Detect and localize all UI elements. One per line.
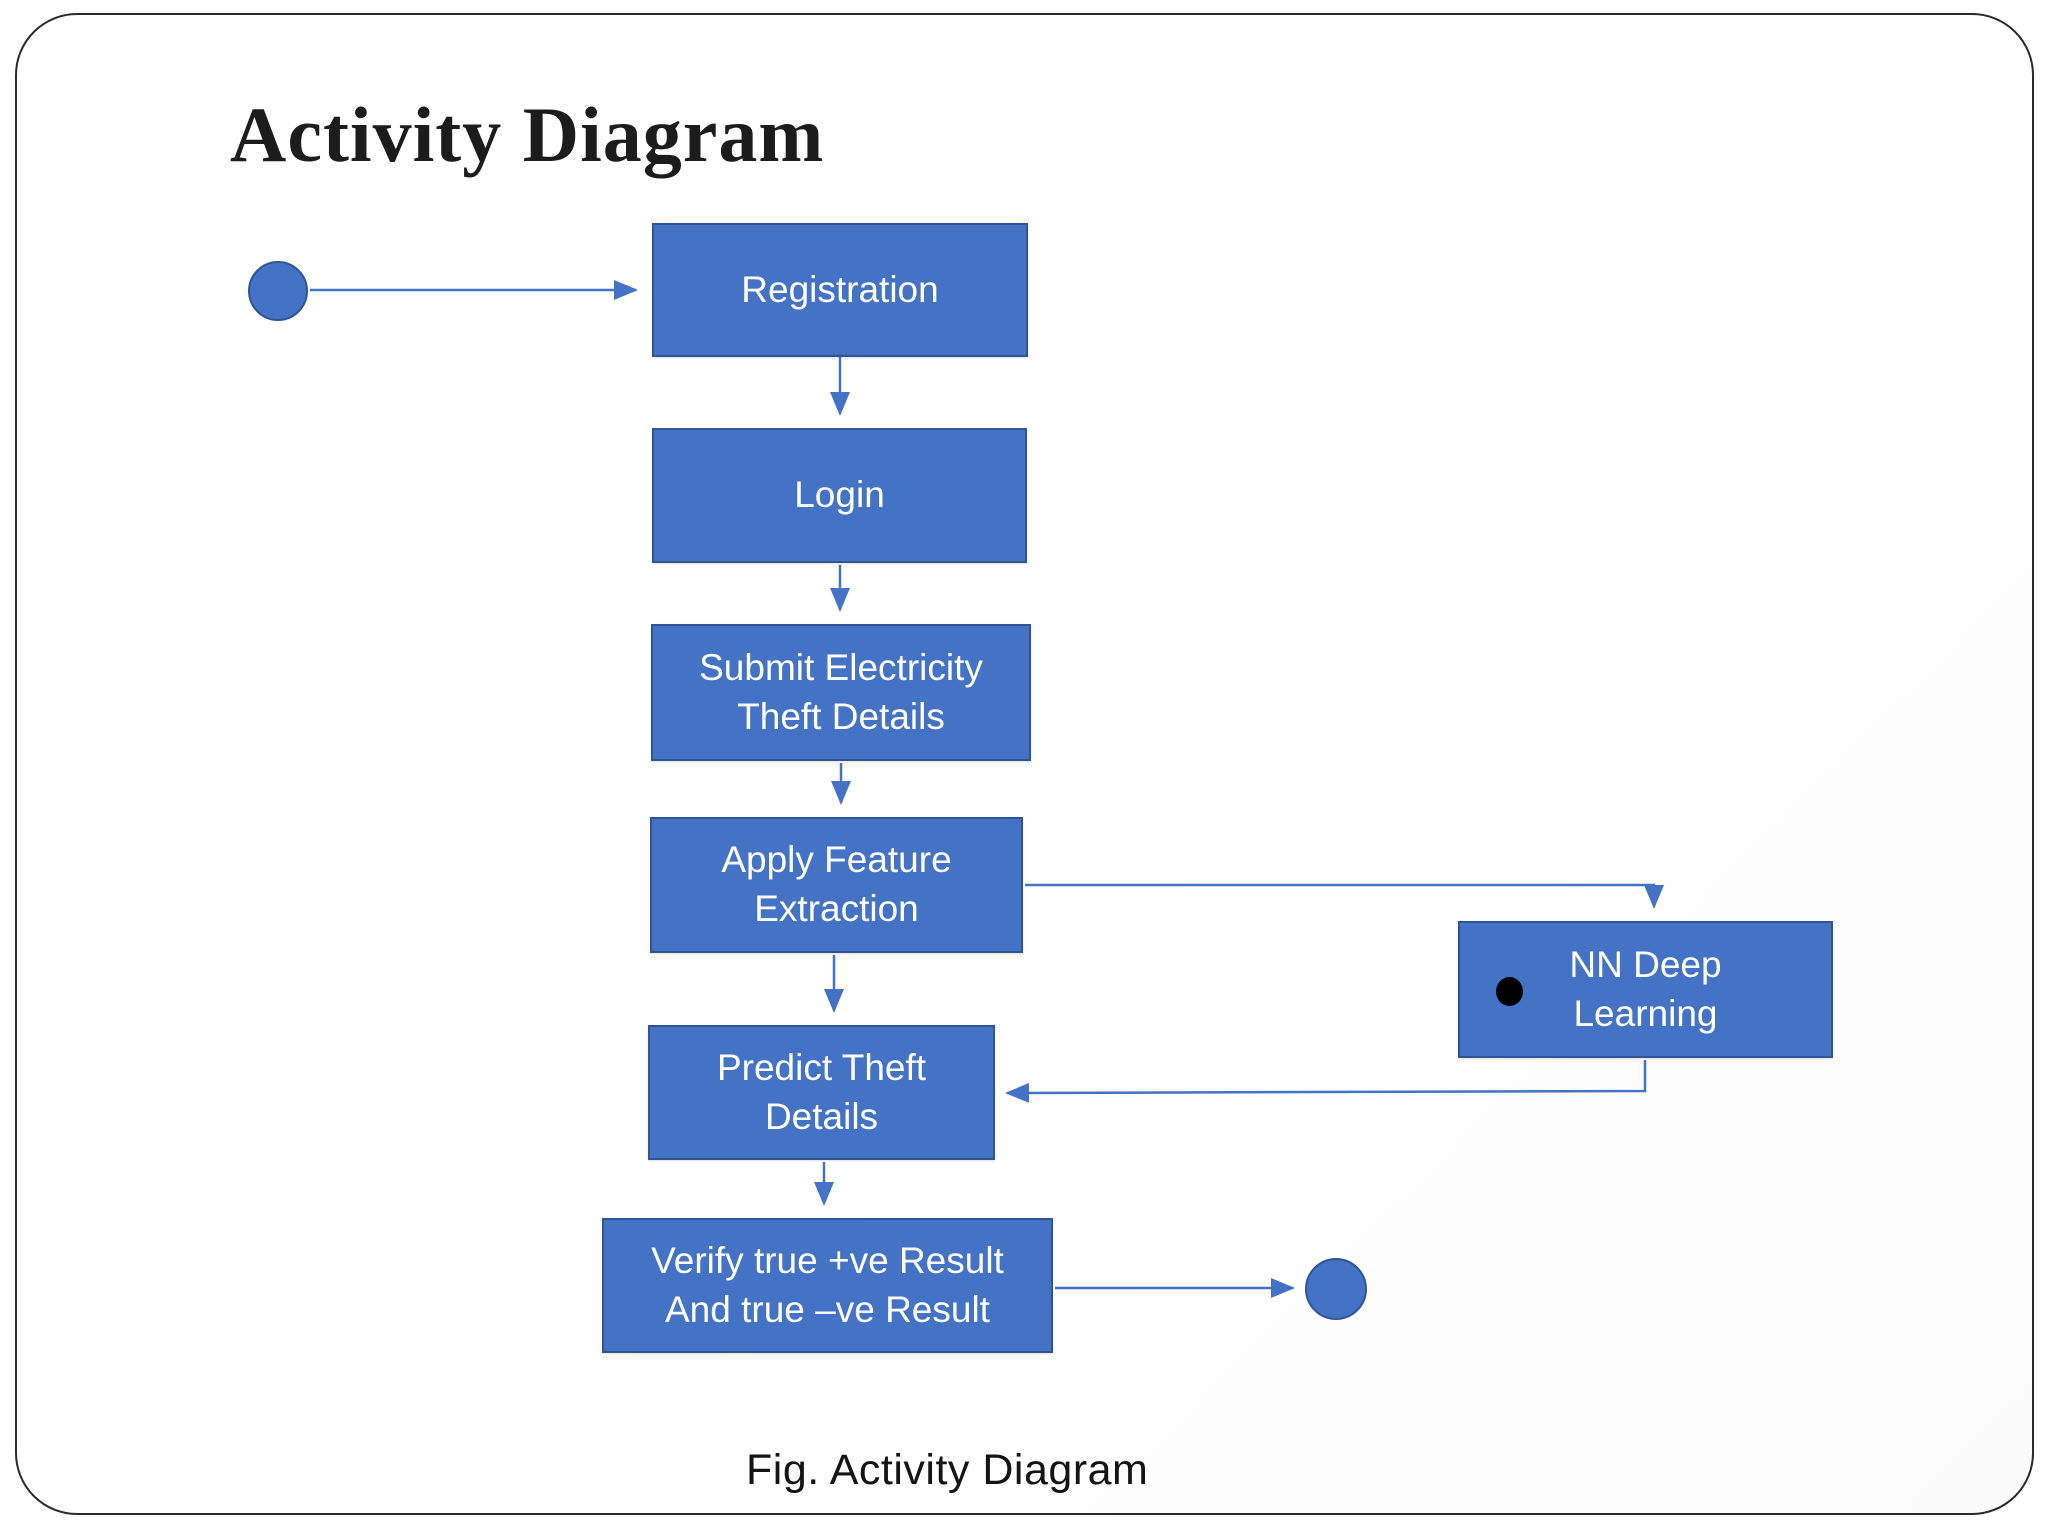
node-login: Login xyxy=(652,428,1027,563)
bullet-icon xyxy=(1496,977,1523,1006)
node-apply-feature: Apply Feature Extraction xyxy=(650,817,1023,953)
node-login-label: Login xyxy=(794,474,885,516)
node-submit-details-label: Submit Electricity Theft Details xyxy=(699,646,983,737)
node-registration-label: Registration xyxy=(741,268,939,310)
node-verify-result-label: Verify true +ve Result And true –ve Resu… xyxy=(651,1239,1004,1330)
node-verify-result: Verify true +ve Result And true –ve Resu… xyxy=(602,1218,1053,1353)
node-submit-details: Submit Electricity Theft Details xyxy=(651,624,1031,761)
node-apply-feature-label: Apply Feature Extraction xyxy=(721,839,952,929)
node-nn-deep-learning: NN Deep Learning xyxy=(1458,921,1833,1058)
end-node xyxy=(1305,1258,1367,1320)
node-nn-deep-learning-label: NN Deep Learning xyxy=(1569,943,1722,1034)
start-node xyxy=(248,261,308,321)
node-predict-theft-label: Predict Theft Details xyxy=(716,1046,927,1137)
page-title: Activity Diagram xyxy=(230,91,825,178)
figure-caption: Fig. Activity Diagram xyxy=(746,1446,1149,1494)
node-registration: Registration xyxy=(652,223,1028,357)
node-predict-theft: Predict Theft Details xyxy=(648,1025,995,1160)
